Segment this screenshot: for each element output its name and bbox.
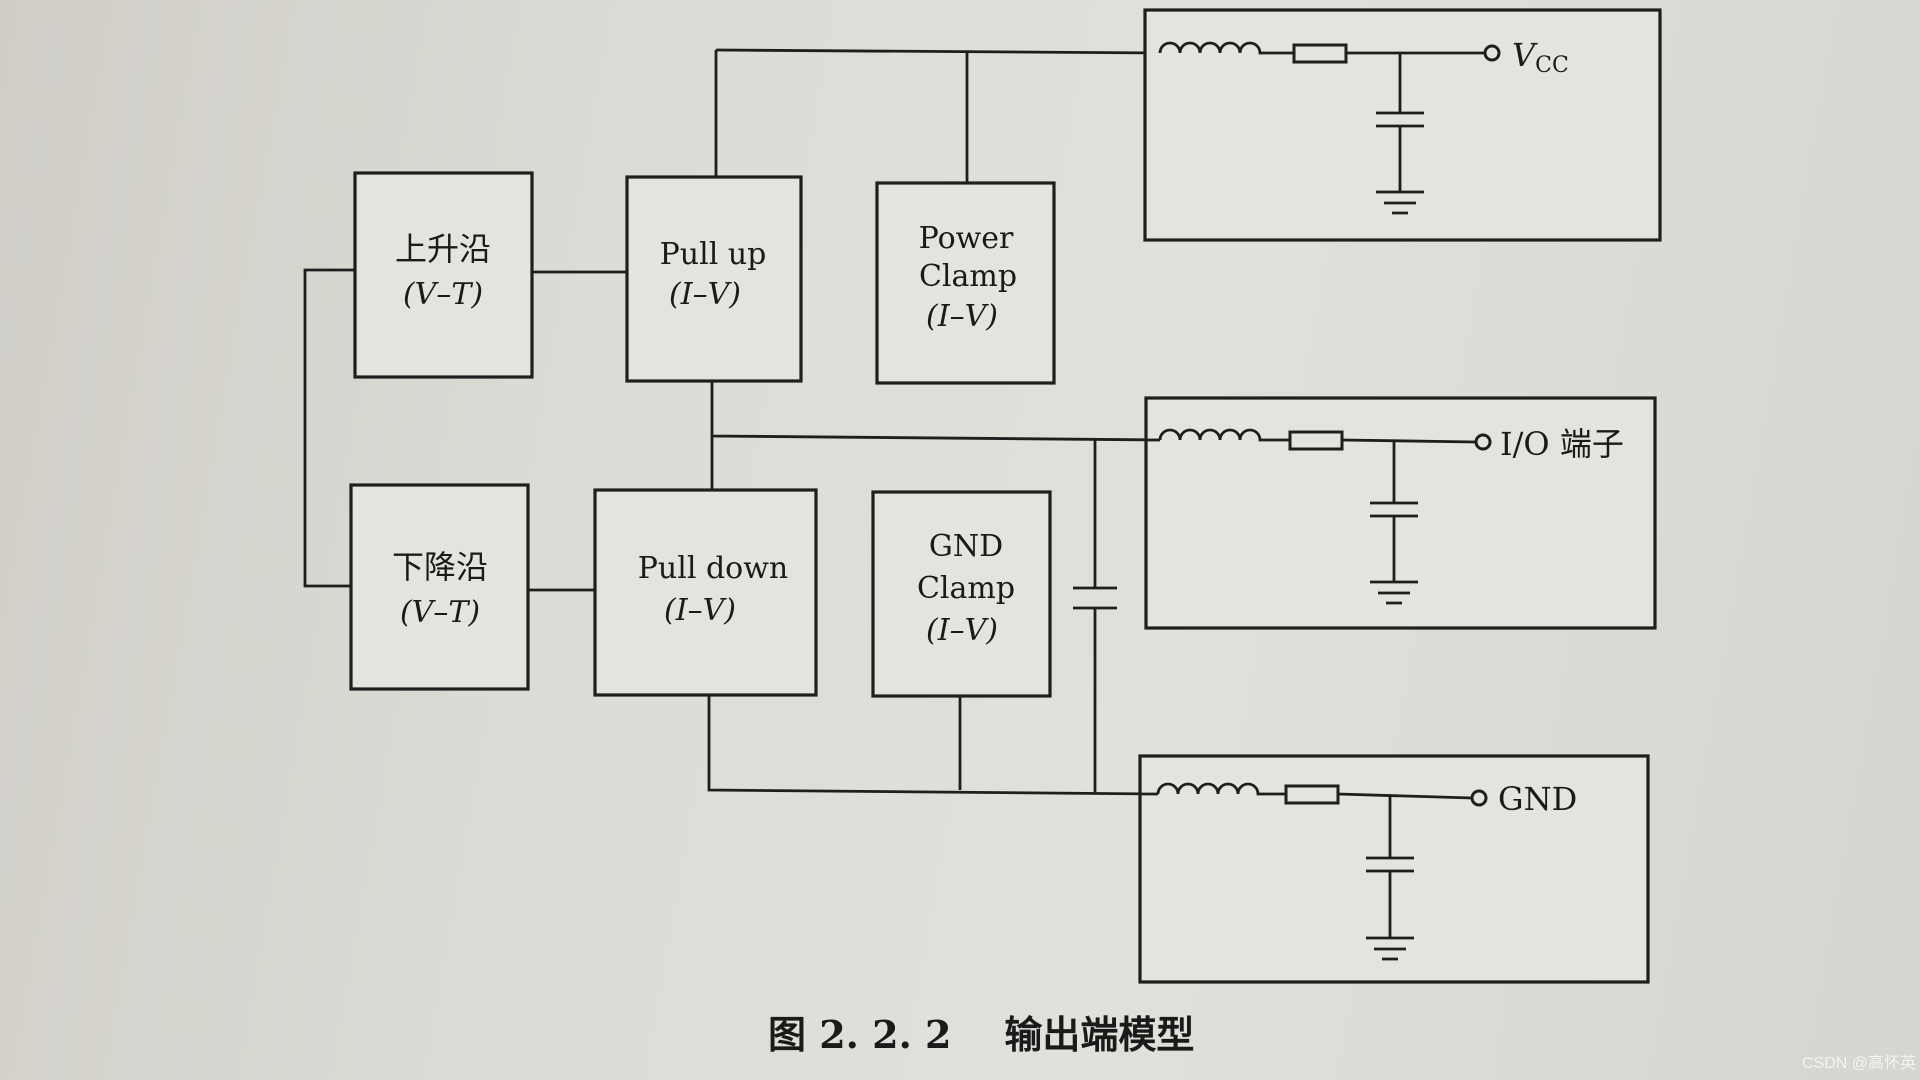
gnd-terminal-icon — [1470, 789, 1488, 807]
block-pull-down: Pull down (I–V) — [593, 488, 818, 697]
block-falling-edge: 下降沿 (V–T) — [349, 483, 530, 691]
wiring — [303, 48, 1169, 796]
block-gnd-clamp: GND Clamp (I–V) — [871, 490, 1052, 698]
block-pull-up: Pull up (I–V) — [625, 175, 803, 383]
power-clamp-line1: Power — [919, 221, 1014, 256]
io-ground-icon — [1370, 580, 1418, 605]
vcc-capacitor-icon — [1376, 53, 1424, 192]
figure-caption: 图 2. 2. 2 输出端模型 — [768, 1012, 1194, 1057]
power-clamp-line3: (I–V) — [926, 299, 998, 334]
control-loop-wire — [303, 268, 355, 588]
vcc-inductor-icon — [1158, 41, 1294, 55]
io-capacitor-icon — [1370, 440, 1418, 582]
vcc-resistor-icon — [1292, 43, 1348, 64]
package-block-vcc: VCC — [1143, 8, 1662, 242]
vcc-label: VCC — [1512, 36, 1569, 78]
vcc-ground-icon — [1376, 190, 1424, 215]
gnd-clamp-line1: GND — [929, 529, 1003, 564]
vcc-terminal-icon — [1483, 44, 1501, 62]
gnd-clamp-line3: (I–V) — [926, 613, 998, 648]
fall-label: 下降沿 — [392, 548, 488, 586]
io-node-wire — [710, 380, 1169, 442]
rise-sub: (V–T) — [403, 277, 483, 312]
gnd-ground-icon — [1366, 936, 1414, 961]
io-terminal-icon — [1474, 433, 1492, 451]
pullup-label: Pull up — [660, 237, 767, 272]
package-block-gnd: GND — [1138, 754, 1650, 984]
io-resistor-icon — [1288, 430, 1344, 451]
vcc-rail-wire — [715, 48, 1166, 55]
block-rising-edge: 上升沿 (V–T) — [353, 171, 534, 379]
gnd-capacitor-icon — [1366, 796, 1414, 938]
package-block-io: I/O 端子 — [1144, 396, 1657, 630]
pullup-sub: (I–V) — [669, 277, 741, 312]
gnd-resistor-icon — [1284, 784, 1340, 805]
block-power-clamp: Power Clamp (I–V) — [875, 181, 1056, 385]
gnd-clamp-line2: Clamp — [917, 571, 1015, 606]
gnd-label: GND — [1498, 780, 1577, 818]
io-label: I/O 端子 — [1500, 425, 1624, 463]
gnd-rail-wire — [707, 695, 1162, 796]
fall-sub: (V–T) — [400, 595, 480, 630]
watermark: CSDN @高怀英 — [1802, 1054, 1916, 1072]
gnd-inductor-icon — [1156, 782, 1286, 796]
rise-label: 上升沿 — [395, 230, 491, 268]
pulldown-label: Pull down — [638, 551, 789, 586]
pulldown-sub: (I–V) — [664, 593, 736, 628]
power-clamp-line2: Clamp — [919, 259, 1017, 294]
io-inductor-icon — [1158, 428, 1290, 442]
